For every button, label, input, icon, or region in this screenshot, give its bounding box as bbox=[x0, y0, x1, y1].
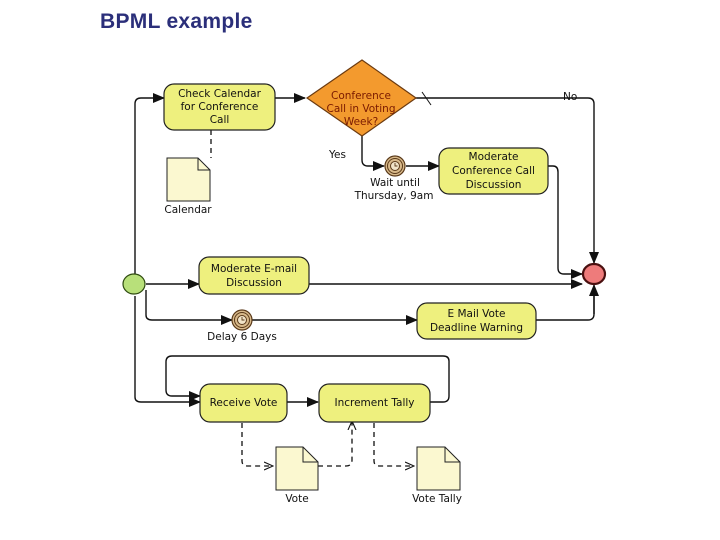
end-event[interactable] bbox=[581, 262, 607, 286]
task-email-warning-line2: Deadline Warning bbox=[430, 322, 523, 334]
document-vote-tally-label: Vote Tally bbox=[412, 493, 462, 505]
task-email-warning-line1: E Mail Vote bbox=[447, 308, 505, 320]
document-vote[interactable] bbox=[275, 446, 319, 491]
task-check-calendar-line3: Call bbox=[210, 114, 230, 126]
start-event[interactable] bbox=[122, 273, 146, 295]
timer-delay-label: Delay 6 Days bbox=[207, 331, 277, 343]
task-receive-vote-label: Receive Vote bbox=[210, 397, 278, 409]
document-vote-tally[interactable] bbox=[416, 446, 461, 491]
timer-wait-label-line2: Thursday, 9am bbox=[354, 190, 434, 202]
task-moderate-conference-line3: Discussion bbox=[466, 179, 522, 191]
default-flow-slash bbox=[421, 91, 432, 106]
task-moderate-conference-call[interactable]: Moderate Conference Call Discussion bbox=[438, 147, 549, 195]
task-increment-tally[interactable]: Increment Tally bbox=[318, 383, 431, 423]
flow-start-to-receive-vote bbox=[134, 296, 201, 407]
gateway-label-line1: Conference bbox=[331, 90, 391, 102]
gateway-label-line3: Week? bbox=[344, 116, 378, 128]
slide-title: BPML example bbox=[100, 10, 253, 33]
flow-moderate-conference-to-end bbox=[548, 165, 583, 279]
association-vote-to-increment bbox=[318, 421, 352, 467]
task-moderate-conference-line2: Conference Call bbox=[452, 165, 535, 177]
flow-email-warning-to-end bbox=[536, 284, 599, 321]
timer-delay-6-days[interactable] bbox=[231, 309, 253, 331]
task-check-calendar-line1: Check Calendar bbox=[178, 88, 262, 100]
task-moderate-email-line2: Discussion bbox=[226, 277, 282, 289]
gateway-label-line2: Call in Voting bbox=[327, 103, 396, 115]
timer-wait-label-line1: Wait until bbox=[370, 177, 420, 189]
document-vote-label: Vote bbox=[285, 493, 308, 505]
flow-start-to-delay-timer bbox=[145, 290, 233, 325]
document-calendar-label: Calendar bbox=[164, 204, 212, 216]
task-check-calendar[interactable]: Check Calendar for Conference Call bbox=[163, 83, 276, 131]
task-increment-tally-label: Increment Tally bbox=[334, 397, 414, 409]
task-email-vote-deadline-warning[interactable]: E Mail Vote Deadline Warning bbox=[416, 302, 537, 340]
association-increment-to-tally bbox=[373, 423, 414, 466]
document-calendar[interactable] bbox=[166, 157, 211, 202]
flow-increment-loop-to-receive bbox=[165, 355, 450, 403]
flow-start-to-check-calendar bbox=[134, 93, 165, 276]
task-check-calendar-line2: for Conference bbox=[181, 101, 259, 113]
task-moderate-email-line1: Moderate E-mail bbox=[211, 263, 297, 275]
association-receive-to-vote bbox=[241, 423, 273, 466]
task-receive-vote[interactable]: Receive Vote bbox=[199, 383, 288, 423]
gateway-yes-label: Yes bbox=[328, 149, 346, 161]
timer-wait-until-thursday[interactable] bbox=[384, 155, 406, 177]
flow-gateway-yes bbox=[361, 136, 385, 171]
task-moderate-email-discussion[interactable]: Moderate E-mail Discussion bbox=[198, 256, 310, 295]
task-moderate-conference-line1: Moderate bbox=[469, 151, 519, 163]
gateway-conference-call-in-voting-week[interactable]: Conference Call in Voting Week? bbox=[305, 59, 418, 137]
gateway-no-label: No bbox=[563, 91, 577, 103]
flow-gateway-no bbox=[416, 97, 599, 264]
